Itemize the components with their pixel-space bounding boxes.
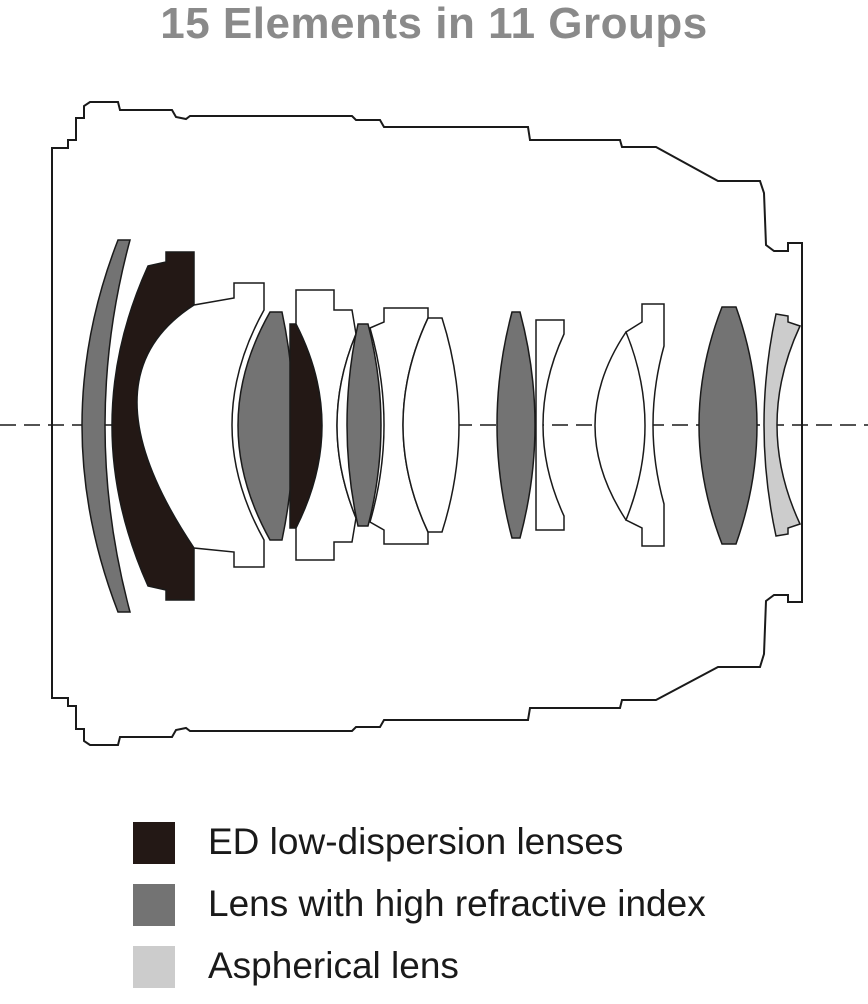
legend-label-aspherical: Aspherical lens	[208, 945, 459, 986]
lens-element-11	[496, 311, 536, 539]
lens-element-12	[535, 319, 565, 531]
lens-element-aspherical	[763, 313, 802, 537]
lens-cross-section-diagram	[0, 101, 868, 746]
diagram-title: 15 Elements in 11 Groups	[160, 0, 708, 48]
lens-element-15	[698, 306, 758, 545]
legend-swatch-aspherical	[133, 946, 175, 988]
legend-swatch-ed	[133, 822, 175, 864]
lens-element-14	[625, 303, 665, 547]
legend-label-high-refractive: Lens with high refractive index	[208, 883, 706, 924]
lens-element-3	[136, 282, 265, 568]
legend-label-ed: ED low-dispersion lenses	[208, 821, 624, 862]
lens-barrel-outline	[51, 101, 803, 746]
legend-swatch-high-refractive	[133, 884, 175, 926]
lens-element-8	[346, 323, 382, 527]
lens-element-10	[402, 317, 460, 533]
lens-element-1	[81, 239, 131, 613]
